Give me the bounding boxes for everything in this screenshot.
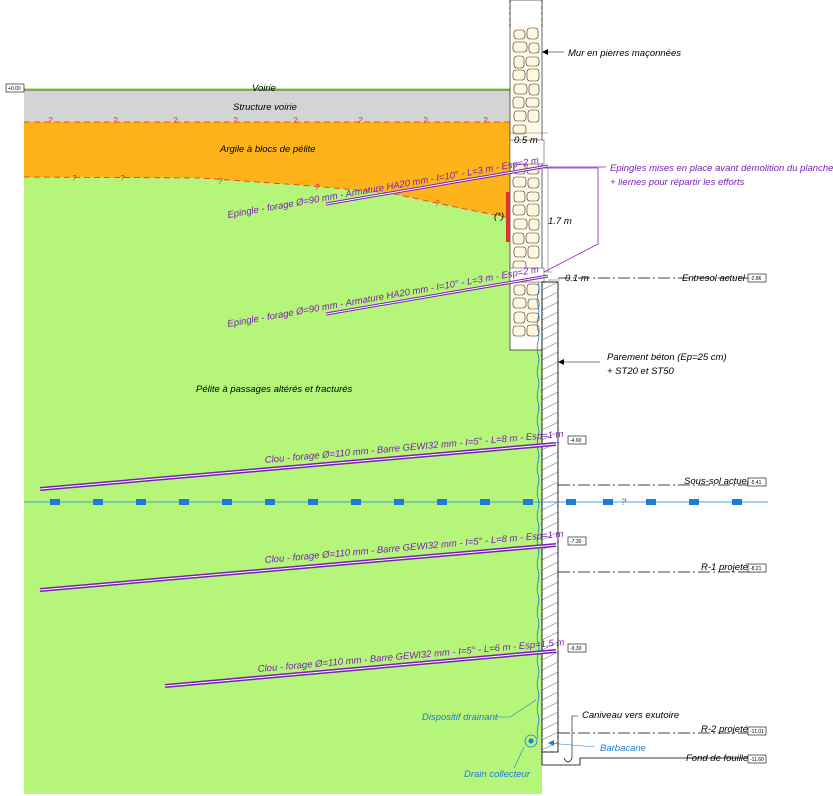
level-tags: +0.00 -2.86 -5.41 -8.21 -11.01 -11.60 -4… — [5, 83, 767, 764]
tag-nail-1: -4.60 — [567, 435, 587, 445]
svg-text:-4.60: -4.60 — [570, 438, 582, 444]
structure-voirie-label: Structure voirie — [233, 102, 297, 113]
svg-text:-11.60: -11.60 — [750, 757, 764, 763]
qmark: ? — [72, 174, 77, 183]
barbacane-label: Barbacane — [600, 743, 646, 754]
qmark: ? — [483, 116, 488, 125]
qmark: ? — [233, 116, 238, 125]
qmark: ? — [113, 116, 118, 125]
epingles-note: Epingles mises en place avant démolition… — [543, 163, 833, 273]
drainant-callout: Dispositif drainant — [422, 699, 537, 723]
tag-nail-2: -7.30 — [567, 536, 587, 546]
svg-text:-9.30: -9.30 — [570, 646, 582, 652]
parement-arrow — [558, 359, 564, 365]
tag-fond: -11.60 — [747, 754, 767, 764]
tag-soussol: -5.41 — [747, 477, 767, 487]
masonry-label: Mur en pierres maçonnées — [568, 48, 681, 59]
qmark: ? — [293, 116, 298, 125]
level-lines — [558, 277, 760, 734]
parement-label-1: Parement béton (Ep=25 cm) — [607, 352, 727, 363]
qmark: ? — [358, 116, 363, 125]
upper-slab — [509, 139, 545, 165]
masonry-wall — [506, 0, 545, 351]
qmark: ? — [435, 199, 440, 208]
epingles-note-line2: + liernes pour répartir les efforts — [610, 177, 745, 188]
r2-label: R-2 projeté — [701, 724, 748, 735]
parement-label-2: + ST20 et ST50 — [607, 366, 675, 377]
masonry-arrow — [542, 49, 548, 55]
svg-text:-11.01: -11.01 — [750, 729, 764, 735]
drainant-label: Dispositif drainant — [422, 712, 498, 723]
qmark: ? — [120, 174, 125, 183]
qmark: ? — [218, 177, 223, 186]
wall-red-strip — [506, 192, 510, 242]
argile-layer — [24, 122, 510, 218]
qmark: ? — [173, 116, 178, 125]
caniveau-shape — [563, 757, 573, 763]
svg-text:-2.86: -2.86 — [750, 276, 762, 282]
qmark: ? — [315, 183, 320, 192]
soussol-label: Sous-sol actuel — [684, 476, 750, 487]
argile-boundary — [23, 176, 511, 219]
tag-r1: -8.21 — [747, 563, 767, 573]
tag-voirie: +0.00 — [5, 83, 25, 93]
argile-label: Argile à blocs de pélite — [219, 144, 316, 155]
drainage-line — [536, 281, 540, 739]
svg-text:-8.21: -8.21 — [750, 566, 762, 572]
dim-05: 0.5 m — [514, 135, 538, 146]
entresol-label: Entresol actuel — [682, 273, 746, 284]
fond-slab-edge — [541, 752, 760, 766]
svg-text:+0.00: +0.00 — [8, 86, 21, 92]
structure-voirie-layer — [24, 90, 510, 122]
dim-01: 0.1 m — [565, 273, 589, 284]
pelite-label: Pélite à passages altérés et fracturés — [196, 384, 353, 395]
concrete-facing — [536, 281, 760, 766]
tag-r2: -11.01 — [747, 726, 767, 736]
barbacane-callout: Barbacane — [547, 740, 646, 754]
tag-entresol: -2.86 — [747, 273, 767, 283]
water-question-mark: ? — [621, 497, 627, 508]
qmark: ? — [423, 116, 428, 125]
r1-label: R-1 projeté — [701, 562, 748, 573]
star-note: (*) — [494, 211, 504, 222]
boundary-question-marks: ? ? ? ? ? ? ? ? ? ? ? ? ? — [48, 116, 488, 208]
fond-label: Fond de fouille — [686, 753, 748, 764]
caniveau-label: Caniveau vers exutoire — [582, 710, 679, 721]
svg-text:-5.41: -5.41 — [750, 480, 762, 486]
collecteur-label: Drain collecteur — [464, 769, 531, 780]
epingles-note-line1: Epingles mises en place avant démolition… — [610, 163, 833, 174]
qmark: ? — [48, 116, 53, 125]
tag-nail-3: -9.30 — [567, 643, 587, 653]
dimension-marks — [510, 132, 560, 281]
voirie-label: Voirie — [252, 83, 276, 94]
caniveau-callout: Caniveau vers exutoire — [571, 710, 679, 758]
water-table: ? — [24, 497, 768, 508]
svg-text:-7.30: -7.30 — [570, 539, 582, 545]
dim-17: 1.7 m — [548, 216, 572, 227]
drain-collecteur: Drain collecteur — [464, 734, 538, 780]
pelite-layer-under-wall — [510, 350, 542, 794]
